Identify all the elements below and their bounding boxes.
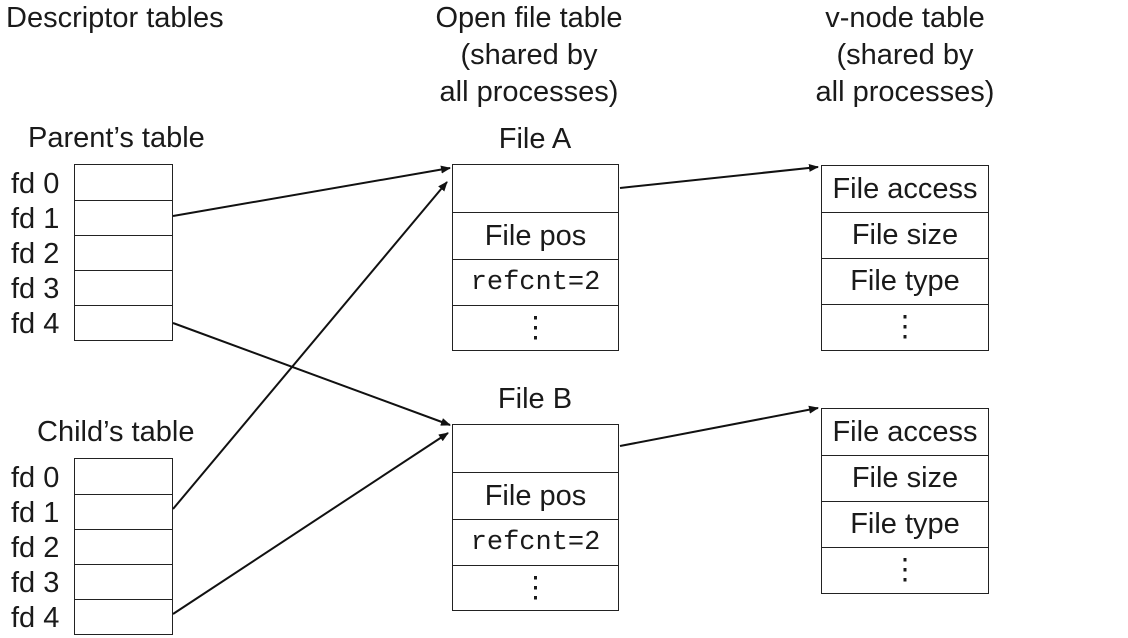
parent-fd2-label: fd 2 (11, 238, 60, 270)
parent-descriptor-table (74, 164, 173, 341)
parent-fd3-label: fd 3 (11, 273, 60, 305)
vnode-a-entry: File access File size File type ⋮ (821, 165, 989, 351)
parent-fd1-label: fd 1 (11, 203, 60, 235)
child-descriptor-table (74, 458, 173, 635)
vnode-a-more-cell: ⋮ (822, 304, 988, 350)
parent-fd1-cell (75, 200, 172, 235)
child-fd2-cell (75, 529, 172, 564)
vnode-b-entry: File access File size File type ⋮ (821, 408, 989, 594)
arrow-child-fd1-to-file-a (172, 181, 448, 510)
child-fd3-label: fd 3 (11, 567, 60, 599)
file-a-title: File A (498, 123, 572, 155)
open-file-table-header: Open file table (shared by all processes… (404, 0, 654, 111)
vnode-b-size-cell: File size (822, 455, 988, 501)
arrow-file-b-to-vnode-b (619, 405, 819, 447)
vnode-a-access-cell: File access (832, 172, 978, 205)
vnode-b-type-cell: File type (822, 501, 988, 547)
parent-fd0-label: fd 0 (11, 168, 60, 200)
child-fd4-cell (75, 599, 172, 634)
file-a-entry: File pos refcnt=2 ⋮ (452, 164, 619, 351)
child-table-title: Child’s table (37, 416, 195, 448)
arrow-file-a-to-vnode-a (619, 163, 819, 189)
child-fd0-label: fd 0 (11, 462, 60, 494)
arrow-parent-fd1-to-file-a (172, 165, 451, 217)
child-fd4-label: fd 4 (11, 602, 60, 634)
file-b-entry: File pos refcnt=2 ⋮ (452, 424, 619, 611)
file-b-refcnt-cell: refcnt=2 (453, 519, 618, 565)
descriptor-tables-header: Descriptor tables (6, 2, 224, 34)
parent-fd4-cell (75, 305, 172, 340)
parent-fd2-cell (75, 235, 172, 270)
child-fd3-cell (75, 564, 172, 599)
vnode-table-header: v-node table (shared by all processes) (780, 0, 1030, 111)
child-fd2-label: fd 2 (11, 532, 60, 564)
vnode-header-line-2: (shared by (836, 39, 974, 71)
arrow-parent-fd4-to-file-b (172, 322, 451, 426)
child-fd1-cell (75, 494, 172, 529)
file-a-pos-cell: File pos (453, 212, 618, 259)
vnode-header-line-3: all processes) (815, 76, 995, 108)
child-fd1-label: fd 1 (11, 497, 60, 529)
arrow-child-fd4-to-file-b (172, 432, 449, 615)
file-b-pos-cell: File pos (453, 472, 618, 519)
open-file-header-line-2: (shared by (460, 39, 598, 71)
vnode-b-more-cell: ⋮ (822, 547, 988, 593)
vnode-header-line-1: v-node table (825, 2, 985, 34)
parent-fd3-cell (75, 270, 172, 305)
vnode-a-size-cell: File size (822, 212, 988, 258)
file-a-refcnt-cell: refcnt=2 (453, 259, 618, 305)
parent-fd4-label: fd 4 (11, 308, 60, 340)
open-file-header-line-3: all processes) (439, 76, 619, 108)
file-b-title: File B (497, 383, 573, 415)
vnode-b-access-cell: File access (832, 415, 978, 448)
parent-table-title: Parent’s table (28, 122, 205, 154)
vnode-a-type-cell: File type (822, 258, 988, 304)
open-file-header-line-1: Open file table (435, 2, 623, 34)
file-b-more-cell: ⋮ (453, 565, 618, 610)
file-a-more-cell: ⋮ (453, 305, 618, 350)
